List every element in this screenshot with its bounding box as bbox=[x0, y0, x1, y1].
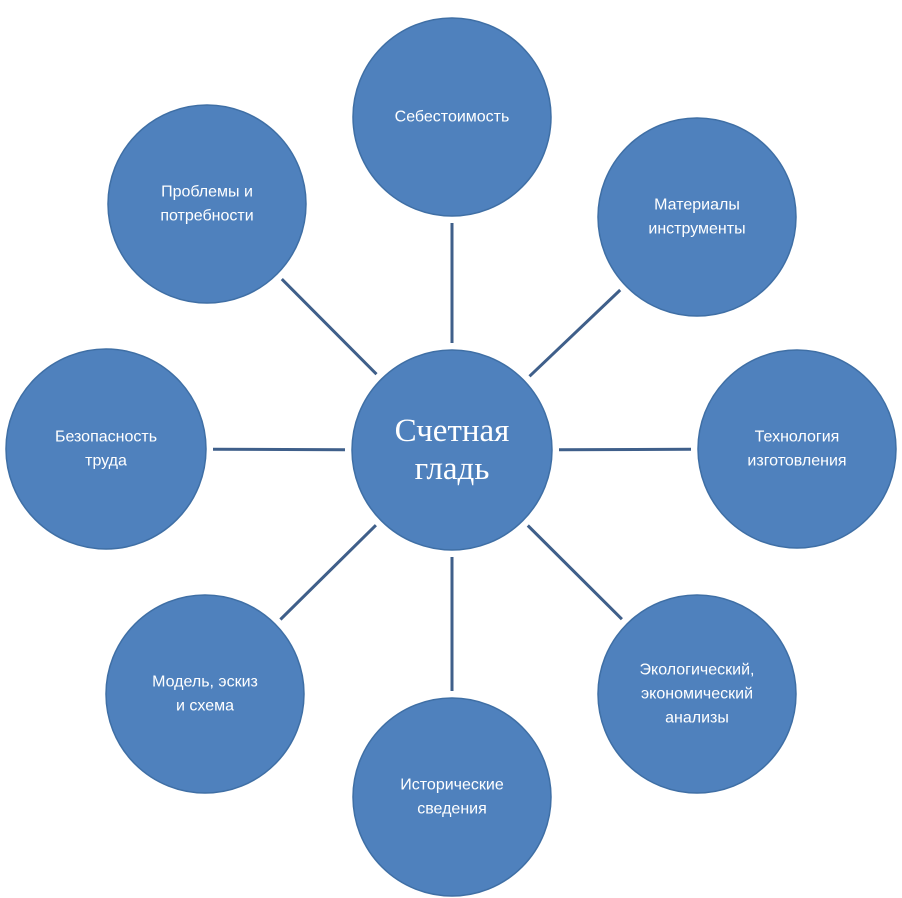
center-label-line-1: Счетная bbox=[395, 413, 510, 449]
node-cost: Себестоимость bbox=[352, 17, 552, 217]
node-technology: Технология изготовления bbox=[697, 349, 897, 549]
node-label-analysis-line-1: Экологический, bbox=[640, 662, 755, 679]
node-circle-safety bbox=[5, 348, 207, 550]
node-history: Исторические сведения bbox=[352, 697, 552, 897]
node-circle-technology bbox=[697, 349, 897, 549]
node-label-history-line-1: Исторические bbox=[400, 777, 504, 794]
node-model: Модель, эскиз и схема bbox=[105, 594, 305, 794]
connector-materials bbox=[528, 288, 622, 378]
connector-analysis bbox=[526, 524, 623, 621]
node-label-model-line-2: и схема bbox=[176, 698, 234, 715]
node-problems: Проблемы и потребности bbox=[107, 104, 307, 304]
node-label-cost-line-1: Себестоимость bbox=[395, 109, 510, 126]
node-label-model-line-1: Модель, эскиз bbox=[152, 674, 258, 691]
node-label-technology-line-2: изготовления bbox=[747, 453, 846, 470]
connector-problems bbox=[280, 278, 378, 376]
node-circle-analysis bbox=[597, 594, 797, 794]
node-circle-model bbox=[105, 594, 305, 794]
node-materials: Материалы инструменты bbox=[597, 117, 797, 317]
node-label-history-line-2: сведения bbox=[417, 801, 487, 818]
node-circle-problems bbox=[107, 104, 307, 304]
center-circle bbox=[351, 349, 553, 551]
node-circle-cost bbox=[352, 17, 552, 217]
node-label-problems-line-1: Проблемы и bbox=[161, 184, 253, 201]
center-label-line-2: гладь bbox=[415, 451, 490, 487]
node-label-materials-line-2: инструменты bbox=[648, 221, 745, 238]
node-label-materials-line-1: Материалы bbox=[654, 197, 740, 214]
node-circle-materials bbox=[597, 117, 797, 317]
node-label-analysis-line-2: экономический bbox=[641, 686, 753, 703]
node-circle-history bbox=[352, 697, 552, 897]
node-label-safety-line-1: Безопасность bbox=[55, 429, 157, 446]
node-safety: Безопасность труда bbox=[5, 348, 207, 550]
node-analysis: Экологический, экономический анализы bbox=[597, 594, 797, 794]
connector-model bbox=[279, 524, 377, 621]
node-label-safety-line-2: труда bbox=[85, 453, 127, 470]
node-label-technology-line-1: Технология bbox=[755, 429, 840, 446]
connector-lines bbox=[212, 223, 692, 691]
node-label-analysis-line-3: анализы bbox=[665, 710, 729, 727]
node-label-problems-line-2: потребности bbox=[160, 208, 253, 225]
